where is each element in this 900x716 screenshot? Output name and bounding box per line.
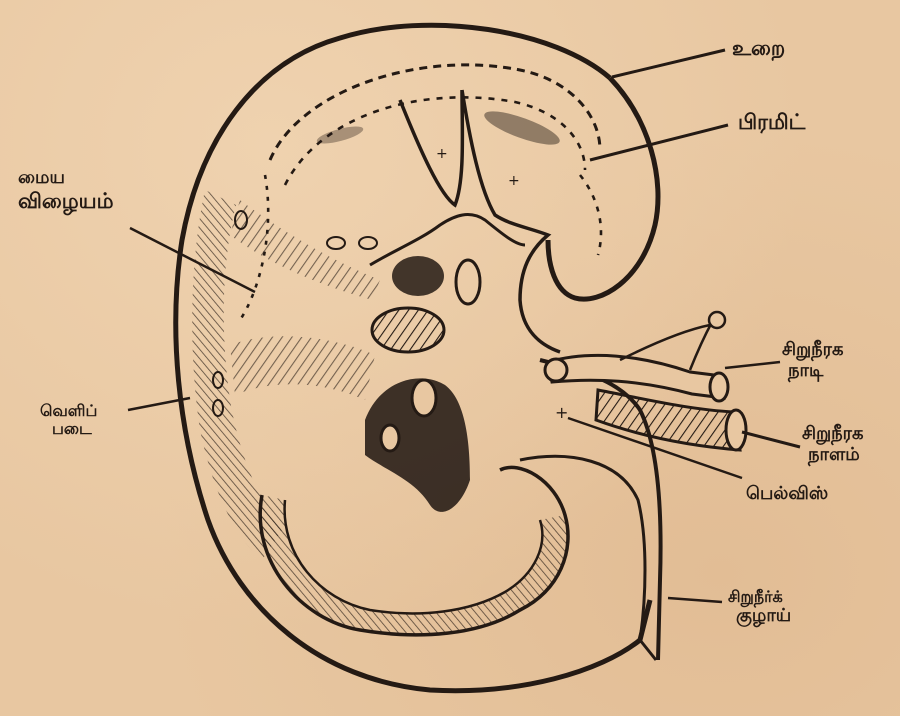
plus-mark-1: + — [436, 146, 448, 162]
label-cortex-line2: படை — [40, 420, 97, 438]
vessel-ring-1 — [412, 380, 436, 416]
ureter-inner — [520, 456, 645, 640]
leader-renal-vein — [742, 432, 800, 447]
artery-node — [709, 312, 725, 328]
label-capsule: உறை — [732, 36, 785, 60]
label-cortex-line1: வெளிப் — [40, 402, 97, 420]
ureter-tip — [640, 640, 656, 660]
vessel-blob-2 — [372, 308, 444, 352]
label-renal-vein: சிறுநீரக நாளம் — [802, 424, 864, 465]
label-renal-vein-line1: சிறுநீரக — [802, 424, 864, 445]
vessel-ring-2 — [381, 425, 399, 451]
vessel-blob-3 — [456, 260, 480, 304]
leader-capsule — [612, 50, 725, 77]
medulla-hatch-lower — [230, 336, 375, 400]
label-renal-artery-line1: சிறுநீரக — [782, 340, 844, 361]
plus-mark-2: + — [508, 173, 520, 189]
label-ureter: சிறுநீர்க் குழாய் — [728, 588, 791, 627]
calyx-outline — [370, 215, 525, 265]
leader-ureter — [668, 598, 722, 602]
shade-1 — [481, 105, 563, 151]
plus-mark-3: + — [555, 403, 568, 422]
pore-2 — [359, 237, 377, 249]
pore-1 — [327, 237, 345, 249]
label-medulla-line2: விழையம் — [18, 189, 114, 213]
label-medulla-line1: மைய — [18, 168, 114, 189]
pyramid-dashed-arc-1 — [270, 65, 600, 160]
label-pelvis: பெல்விஸ் — [746, 484, 828, 505]
leader-pyramid — [590, 125, 728, 160]
label-renal-artery-line2: நாடி — [782, 361, 844, 382]
upper-lobe-outline — [548, 78, 658, 299]
renal-artery-end — [710, 373, 728, 401]
vessel-blob-1 — [392, 256, 444, 296]
lower-cortex-hatch — [260, 495, 568, 635]
renal-vein-end — [726, 410, 746, 450]
pyramid-dashed-arc-3 — [580, 175, 601, 255]
renal-artery-start — [545, 359, 567, 381]
label-ureter-line1: சிறுநீர்க் — [728, 588, 791, 606]
label-renal-artery: சிறுநீரக நாடி — [782, 340, 844, 381]
label-medulla: மைய விழையம் — [18, 168, 114, 213]
label-ureter-line2: குழாய் — [728, 606, 791, 627]
label-pyramid: பிரமிட் — [738, 110, 805, 134]
renal-artery — [548, 355, 724, 398]
label-renal-vein-line2: நாளம் — [802, 445, 864, 466]
label-cortex: வெளிப் படை — [40, 402, 97, 439]
medulla-hatch-upper — [230, 200, 380, 300]
leader-renal-artery — [725, 362, 780, 368]
lower-calyx — [260, 467, 568, 634]
